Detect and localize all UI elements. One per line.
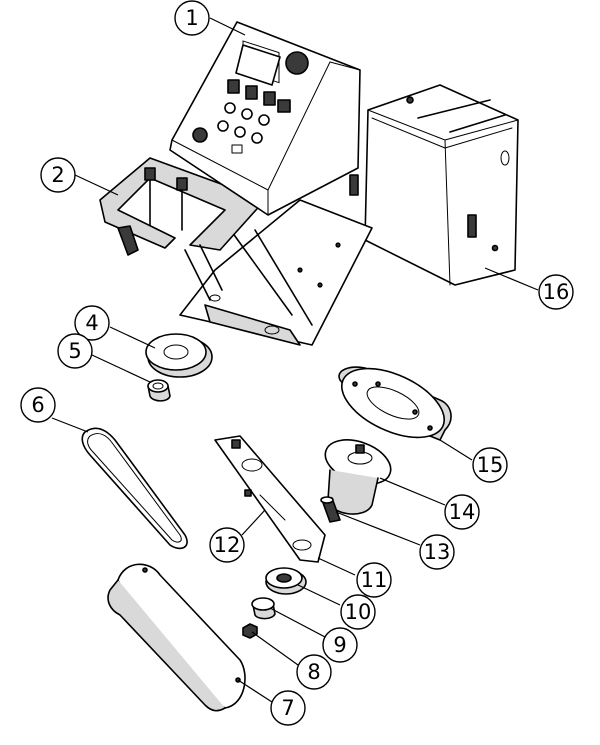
part-10-small-pulley — [265, 567, 307, 595]
part-16-housing — [349, 84, 519, 286]
callout-4: 4 — [74, 305, 156, 349]
part-4-pulley — [145, 333, 213, 378]
callout-11: 11 — [317, 557, 392, 598]
callout-16: 16 — [484, 267, 574, 310]
callout-2: 2 — [40, 157, 119, 196]
callout-label: 9 — [333, 633, 346, 657]
part-7-belt-guard — [107, 563, 246, 712]
callout-5: 5 — [57, 333, 151, 383]
callout-label: 16 — [543, 280, 570, 304]
callout-7: 7 — [237, 679, 306, 726]
callout-label: 8 — [307, 660, 320, 684]
callout-8: 8 — [251, 631, 332, 690]
part-9-collar — [251, 597, 276, 620]
callout-label: 12 — [214, 533, 241, 557]
callout-label: 4 — [85, 311, 98, 335]
callout-label: 10 — [345, 600, 372, 624]
part-13-shaft — [320, 496, 341, 523]
callout-1: 1 — [174, 0, 246, 36]
callout-label: 14 — [449, 500, 476, 524]
part-12-plate — [214, 435, 326, 563]
callout-13: 13 — [335, 511, 455, 570]
part-2-handlebar — [99, 157, 266, 301]
callout-label: 7 — [281, 696, 294, 720]
callout-label: 15 — [477, 453, 504, 477]
callout-12: 12 — [209, 509, 266, 563]
callout-15: 15 — [439, 439, 508, 483]
part-15-flange — [338, 366, 452, 441]
callout-label: 5 — [68, 339, 81, 363]
part-8-nut — [242, 623, 258, 639]
part-6-belt — [81, 427, 188, 550]
part-1-control-box — [169, 21, 361, 216]
callout-label: 2 — [51, 163, 64, 187]
callout-label: 1 — [185, 6, 198, 30]
callout-label: 6 — [31, 393, 44, 417]
part-5-bushing — [147, 379, 171, 402]
callout-6: 6 — [20, 387, 89, 433]
callout-label: 11 — [361, 568, 388, 592]
callout-14: 14 — [379, 477, 480, 530]
callout-10: 10 — [297, 584, 376, 630]
callout-label: 13 — [424, 540, 451, 564]
part-14-motor-housing — [324, 439, 392, 515]
callout-9: 9 — [269, 607, 358, 663]
mounting-frame — [179, 199, 373, 346]
